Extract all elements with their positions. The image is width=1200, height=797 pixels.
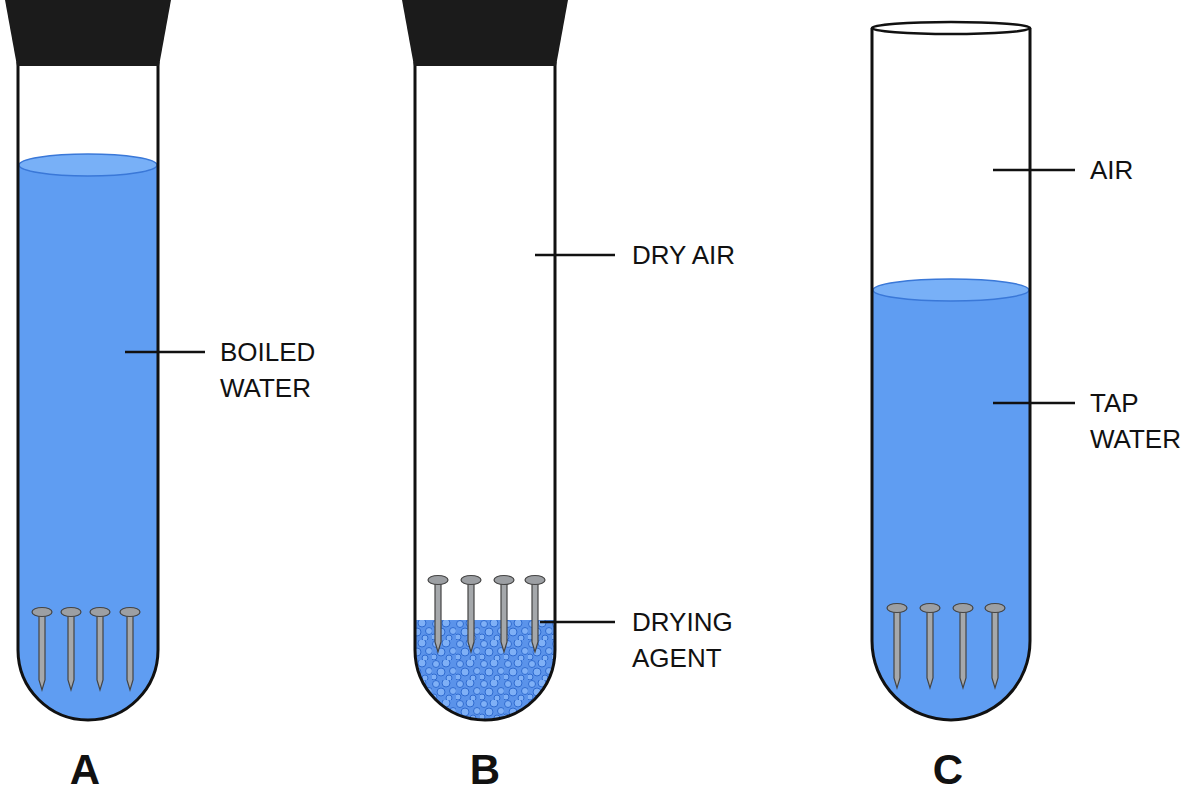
water-surface (19, 154, 157, 176)
test-tube (872, 22, 1030, 725)
test-tube (402, 0, 568, 725)
tube-outline (18, 62, 158, 720)
contents-label: TAP WATER (1090, 385, 1198, 457)
iron-nail (32, 608, 52, 691)
water (18, 165, 158, 725)
iron-nail (920, 604, 940, 689)
tube-outline (415, 62, 555, 720)
leader-line (993, 402, 1075, 405)
iron-nail (887, 604, 907, 689)
contents-label: DRY AIR (632, 237, 832, 273)
iron-nail (461, 576, 481, 653)
rubber-stopper (5, 0, 171, 66)
leader-line (993, 169, 1075, 172)
water (872, 290, 1030, 725)
iron-nail (90, 608, 110, 691)
rubber-stopper (402, 0, 568, 66)
tube-mouth (872, 22, 1030, 34)
iron-nail (985, 604, 1005, 689)
tube-letter: A (50, 745, 120, 795)
iron-nail (525, 576, 545, 653)
leader-line (535, 254, 615, 257)
iron-nail (120, 608, 140, 691)
leader-line (540, 621, 615, 624)
tube-outline (872, 28, 1030, 720)
water-surface (873, 279, 1029, 301)
iron-nail (61, 608, 81, 691)
contents-label: AIR (1090, 152, 1190, 188)
iron-nail (428, 576, 448, 653)
contents-label: DRYING AGENT (632, 604, 782, 676)
test-tube (5, 0, 171, 725)
leader-line (125, 351, 205, 354)
tube-letter: B (450, 745, 520, 795)
contents-label: BOILED WATER (220, 334, 370, 406)
iron-nail (494, 576, 514, 653)
tube-letter: C (913, 745, 983, 795)
iron-nail (953, 604, 973, 689)
